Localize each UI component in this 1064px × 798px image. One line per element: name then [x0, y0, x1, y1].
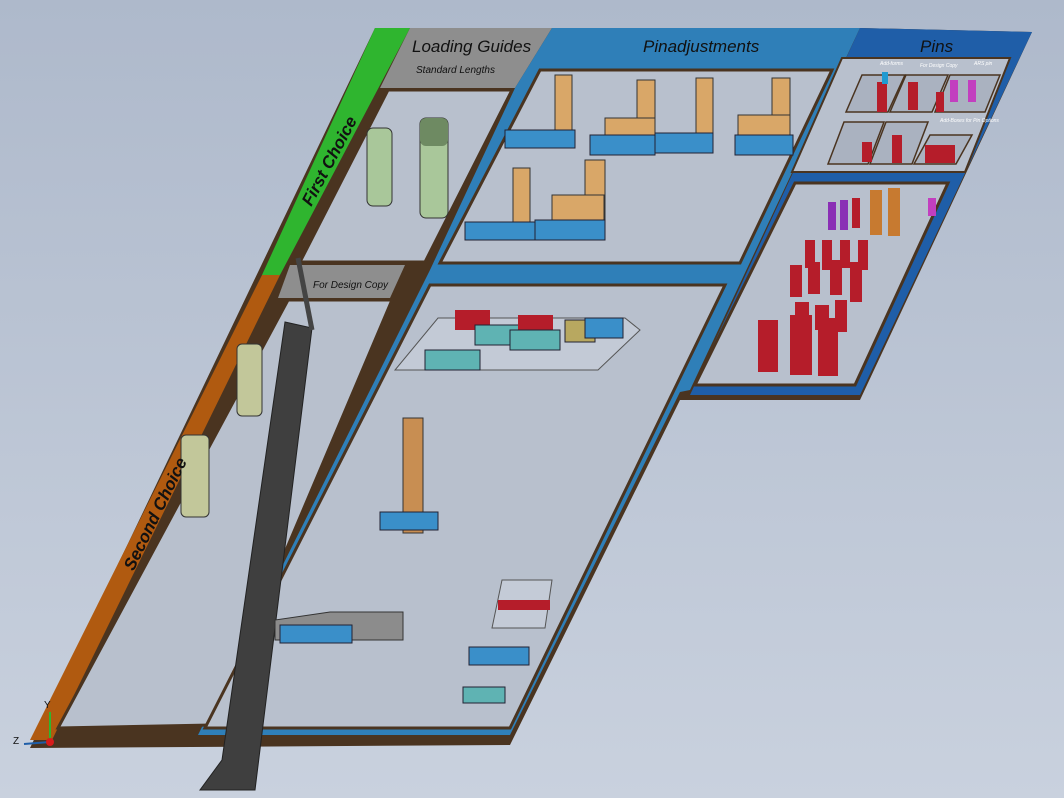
- pinadjust-part[interactable]: [534, 159, 606, 241]
- pinadjust-part[interactable]: [462, 686, 506, 704]
- pinadjust-part[interactable]: [654, 77, 714, 154]
- loading-guides-tray: [297, 88, 515, 264]
- pinadjust-part[interactable]: [734, 77, 794, 156]
- pinadjust-part[interactable]: [274, 611, 404, 644]
- axis-triad: [23, 712, 54, 746]
- loading-guide-part[interactable]: [366, 127, 393, 207]
- loading-guide-part[interactable]: [419, 117, 449, 219]
- pinadjust-part[interactable]: [468, 646, 530, 666]
- second-choice-band: [30, 275, 280, 740]
- assembly-plate[interactable]: [393, 310, 641, 371]
- long-bar-part[interactable]: [199, 257, 315, 791]
- pinadjust-part[interactable]: [491, 579, 553, 629]
- first-choice-band: [262, 28, 410, 275]
- loading-guide-part[interactable]: [236, 343, 263, 417]
- pinadjust-part[interactable]: [504, 74, 576, 149]
- loading-guides-band: [380, 28, 552, 88]
- pinadjust-part[interactable]: [379, 417, 439, 534]
- loading-guide-part[interactable]: [180, 434, 210, 518]
- pinadjust-part[interactable]: [589, 79, 656, 156]
- pins-group[interactable]: [758, 72, 976, 376]
- pinadjust-top-tray: [437, 68, 835, 265]
- design-copy-band: [278, 265, 405, 298]
- pins-compartment: [888, 74, 950, 113]
- pins-compartment: [844, 74, 907, 113]
